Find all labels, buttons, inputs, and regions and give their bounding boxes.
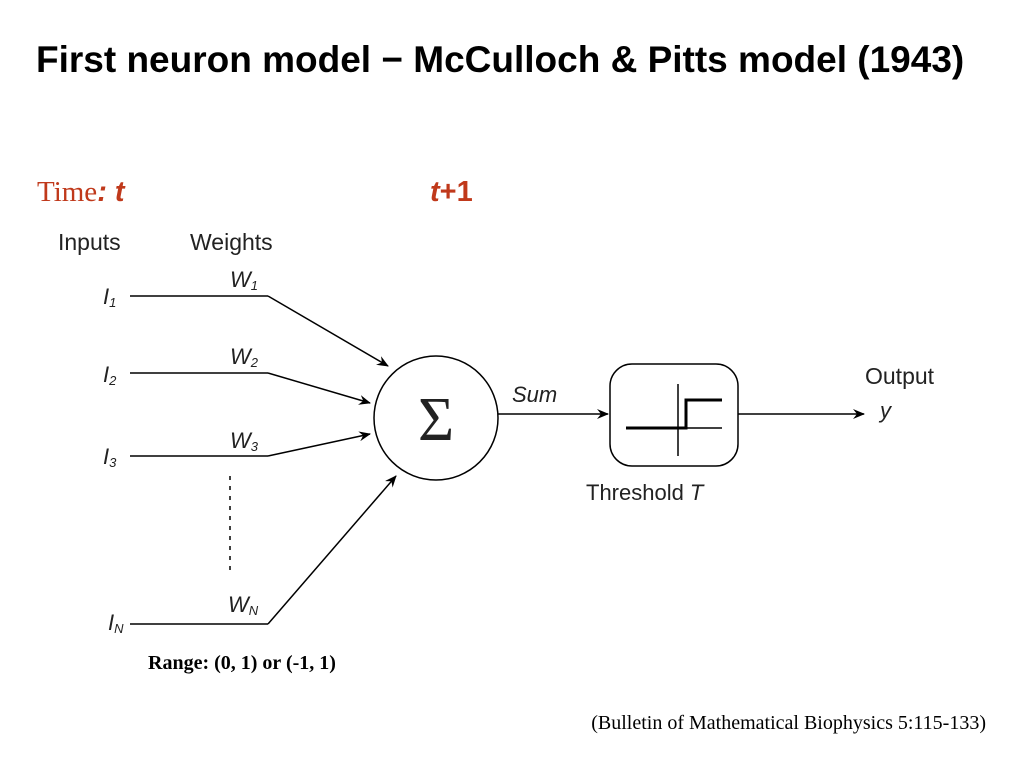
weight-label-3: W3 [230,428,259,454]
output-label: Output [865,363,935,389]
weight-arrow-2 [267,372,371,405]
time-t-var: t [430,176,440,208]
input-label-1: I1 [103,284,116,310]
weight-arrow-n [267,475,397,625]
threshold-box [609,363,739,467]
slide-title: First neuron model − McCulloch & Pitts m… [36,39,965,80]
summation-node [373,355,499,481]
sigma-symbol: Σ [418,386,454,454]
time-t: : t [97,176,125,208]
time-label: Time: t [37,176,125,209]
input-label-n: IN [108,610,124,636]
time-word: Time [37,176,98,208]
weight-arrow-3 [267,431,371,457]
time-plus-one: +1 [439,176,473,208]
output-var: y [878,398,893,423]
citation: (Bulletin of Mathematical Biophysics 5:1… [591,712,986,734]
weight-label-n: WN [228,592,259,618]
time-row: Time: t t+1 [0,176,1024,216]
range-note: Range: (0, 1) or (-1, 1) [148,652,336,674]
weight-label-2: W2 [230,344,259,370]
inputs-header: Inputs [58,229,121,255]
input-label-2: I2 [103,362,117,388]
input-label-3: I3 [103,444,117,470]
time-t-next: t+1 [430,176,473,209]
weights-header: Weights [190,229,273,255]
step-function-icon [626,398,722,430]
sum-label: Sum [512,382,557,407]
weight-label-1: W1 [230,267,258,293]
weight-arrow-1 [267,295,389,367]
